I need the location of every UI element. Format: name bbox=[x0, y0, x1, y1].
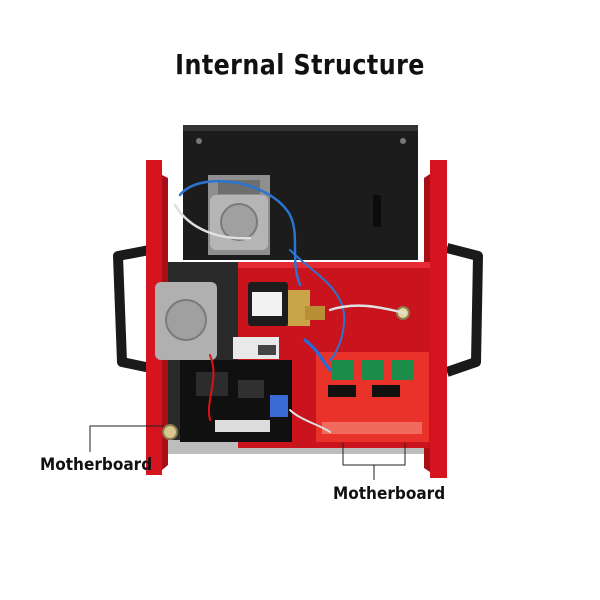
pump-module bbox=[233, 337, 279, 359]
left-side-panel bbox=[146, 160, 168, 475]
stepper-motor-upper bbox=[208, 175, 270, 255]
page-title: Internal Structure bbox=[175, 48, 425, 81]
motherboard-right bbox=[316, 352, 429, 442]
motherboard-label-left: Motherboard bbox=[40, 455, 153, 475]
wiring bbox=[173, 180, 407, 433]
solenoid-valve bbox=[248, 282, 325, 326]
stepper-motor-lower bbox=[155, 282, 217, 360]
motherboard-label-right: Motherboard bbox=[333, 484, 446, 504]
motherboard-left bbox=[162, 360, 292, 442]
callout-line-left bbox=[89, 425, 164, 452]
side-handles bbox=[113, 243, 483, 377]
callout-lines bbox=[89, 425, 406, 480]
